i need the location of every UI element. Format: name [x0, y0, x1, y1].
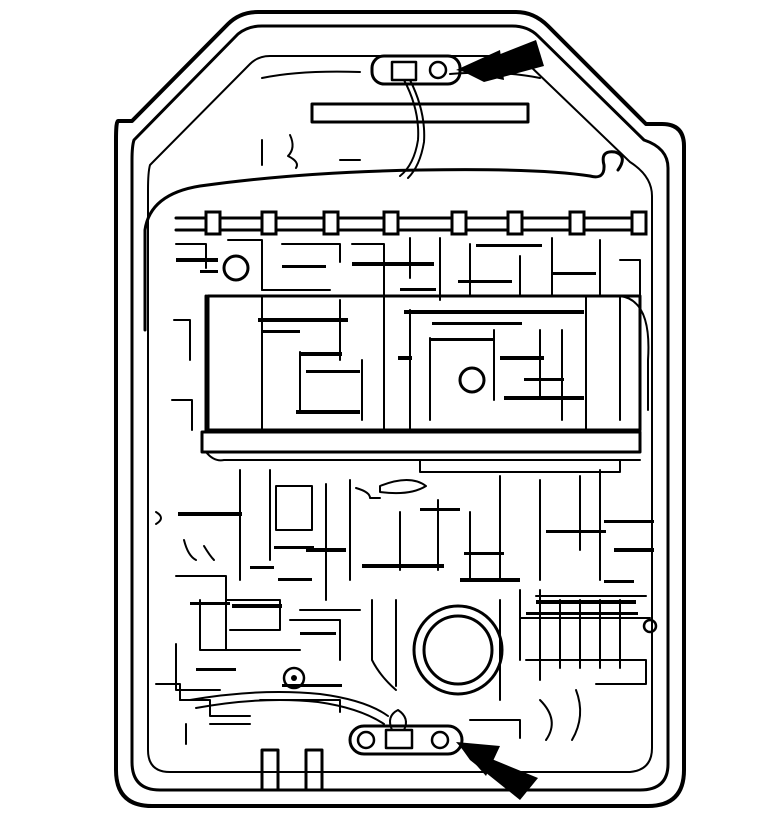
- lower-connector: [348, 709, 464, 756]
- upper-connector: [370, 54, 462, 179]
- outer-pan-outline: [114, 10, 686, 808]
- top-plate: [310, 102, 530, 124]
- lower-valve-body: [155, 469, 654, 717]
- bottom-tabs: [185, 719, 521, 792]
- upper-valve-block: [171, 237, 650, 434]
- upper-arrow-icon: [456, 40, 544, 82]
- upper-bridge: [174, 210, 648, 236]
- lower-arrow-icon: [456, 742, 538, 800]
- separator-plate: [200, 430, 642, 473]
- lower-wire: [189, 689, 582, 741]
- filter-port: [282, 604, 658, 696]
